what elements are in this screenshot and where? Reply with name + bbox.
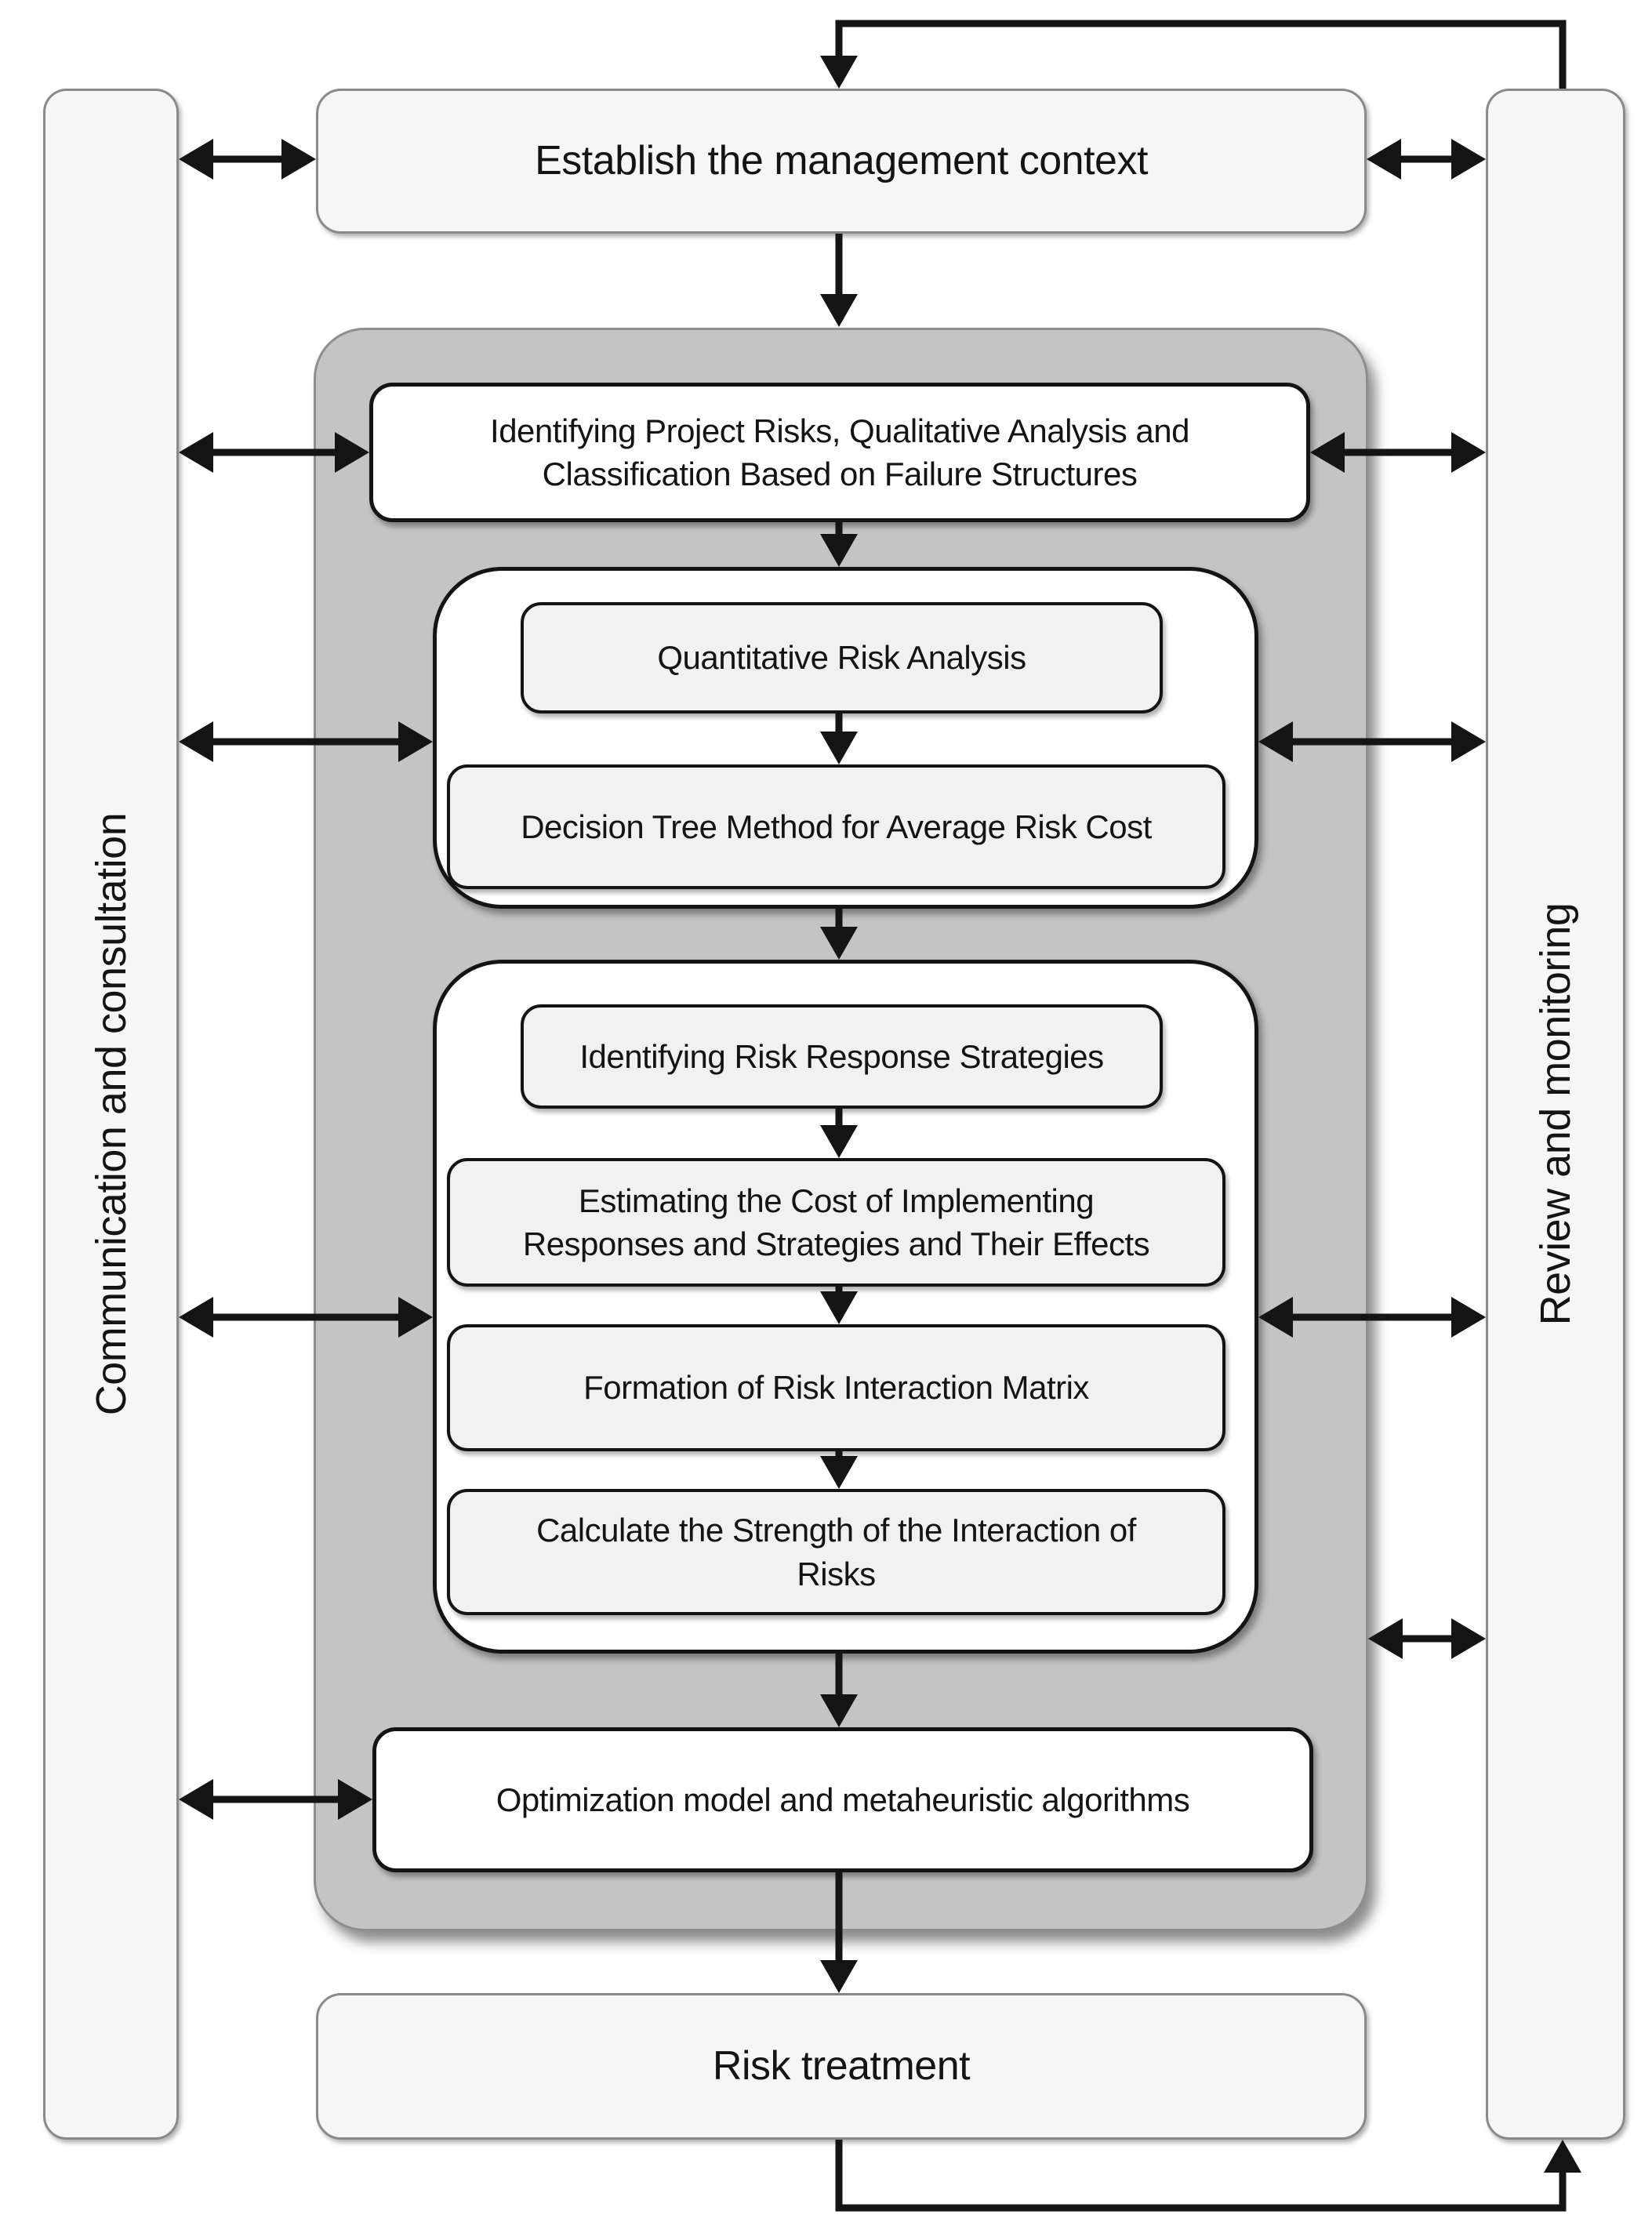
response-strategies-label: Identifying Risk Response Strategies <box>579 1037 1104 1075</box>
communication-consultation-label: Communication and consultation <box>87 812 135 1416</box>
decision-tree-box: Decision Tree Method for Average Risk Co… <box>447 764 1225 889</box>
establish-context-box: Establish the management context <box>316 89 1367 234</box>
risk-treatment-box: Risk treatment <box>316 1993 1367 2140</box>
identify-risks-label: Identifying Project Risks, Qualitative A… <box>490 412 1189 492</box>
interaction-matrix-box: Formation of Risk Interaction Matrix <box>447 1324 1225 1451</box>
risk-treatment-label: Risk treatment <box>712 2043 971 2089</box>
optimization-label: Optimization model and metaheuristic alg… <box>496 1781 1190 1818</box>
optimization-box: Optimization model and metaheuristic alg… <box>372 1727 1313 1872</box>
review-monitoring-label: Review and monitoring <box>1532 902 1579 1326</box>
arrow-bottom-feedback-loop <box>835 2140 1581 2212</box>
quantitative-analysis-box: Quantitative Risk Analysis <box>521 602 1163 713</box>
arrow-right-establish <box>1367 139 1486 180</box>
establish-context-label: Establish the management context <box>535 138 1148 184</box>
estimating-cost-label: Estimating the Cost of Implementing Resp… <box>522 1182 1150 1262</box>
communication-consultation-column: Communication and consultation <box>43 89 179 2140</box>
arrow-establish-to-gray-group <box>820 234 858 327</box>
quantitative-analysis-label: Quantitative Risk Analysis <box>657 639 1026 677</box>
review-monitoring-column: Review and monitoring <box>1486 89 1625 2140</box>
estimating-cost-box: Estimating the Cost of Implementing Resp… <box>447 1158 1225 1287</box>
identify-risks-box: Identifying Project Risks, Qualitative A… <box>369 383 1310 522</box>
arrow-left-establish <box>179 139 316 180</box>
interaction-strength-box: Calculate the Strength of the Interactio… <box>447 1489 1225 1615</box>
interaction-matrix-label: Formation of Risk Interaction Matrix <box>583 1369 1089 1407</box>
decision-tree-label: Decision Tree Method for Average Risk Co… <box>521 808 1152 845</box>
interaction-strength-label: Calculate the Strength of the Interactio… <box>536 1512 1136 1592</box>
arrow-right-gray-group <box>1368 1618 1486 1659</box>
arrow-top-feedback-loop <box>820 20 1567 89</box>
response-strategies-box: Identifying Risk Response Strategies <box>521 1004 1163 1109</box>
